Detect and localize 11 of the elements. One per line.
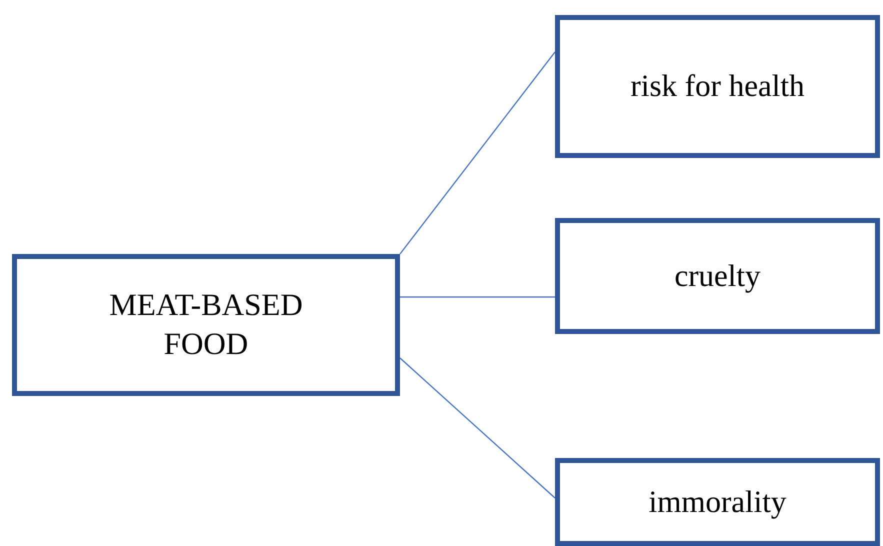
box-label: MEAT-BASED FOOD (108, 286, 304, 363)
connector-line (400, 52, 556, 254)
connector-line (400, 296, 555, 298)
box-label: immorality (648, 482, 786, 521)
concept-box (555, 218, 880, 334)
box-label: risk for health (630, 67, 804, 106)
box-label: cruelty (674, 256, 761, 295)
concept-box (555, 458, 880, 546)
concept-box (12, 254, 400, 396)
concept-box (555, 15, 880, 158)
connector-line (400, 358, 556, 498)
